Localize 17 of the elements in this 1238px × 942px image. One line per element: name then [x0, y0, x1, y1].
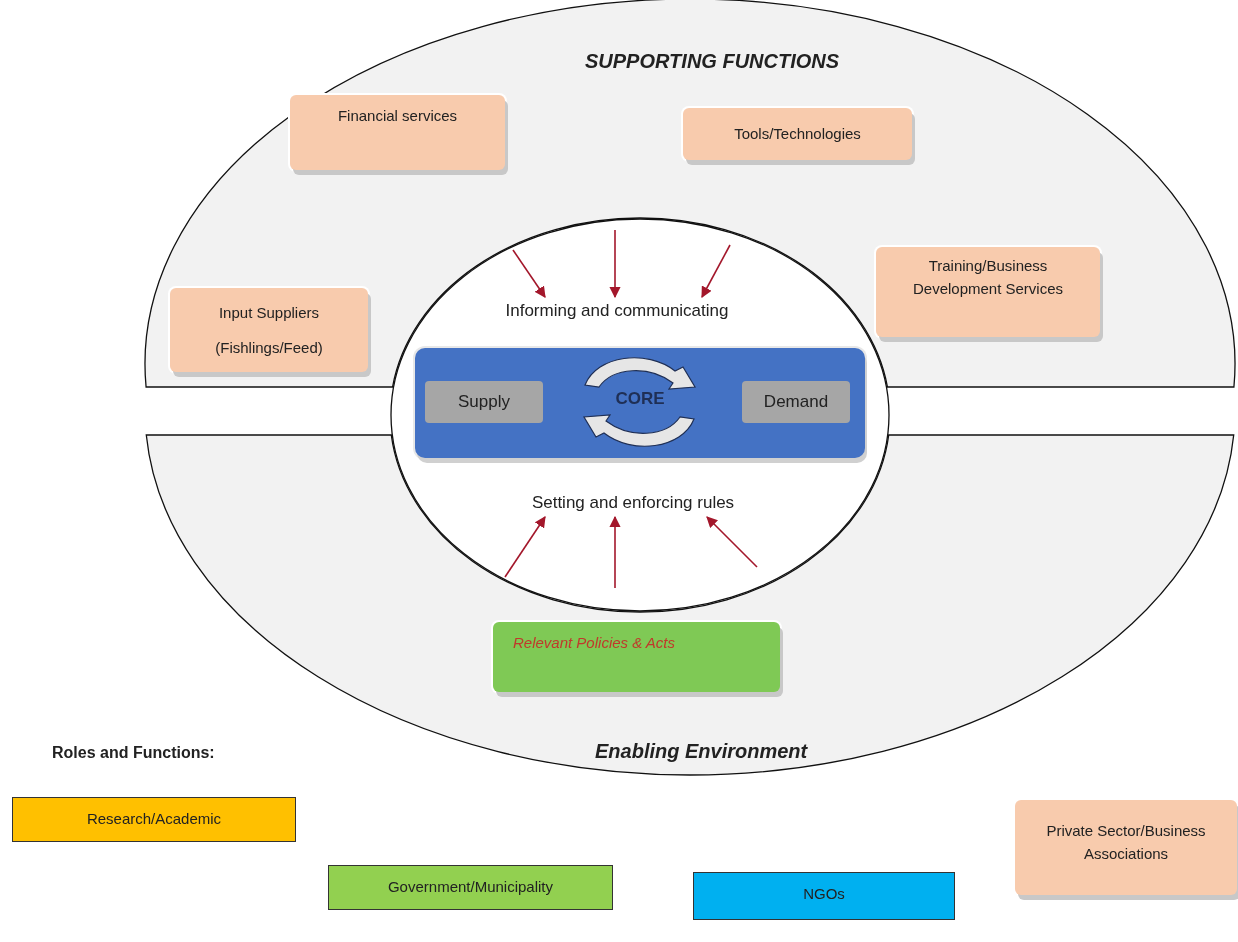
section-label: Informing and communicating	[504, 300, 730, 322]
role-legend-box: NGOs	[693, 872, 955, 920]
arrow	[504, 516, 546, 578]
section-heading: Roles and Functions:	[52, 743, 215, 763]
arrow	[706, 516, 758, 568]
core-item-box: Demand	[742, 381, 850, 423]
arrow	[701, 244, 731, 298]
band-heading: SUPPORTING FUNCTIONS	[585, 49, 840, 74]
arrow	[609, 515, 621, 589]
arrow	[512, 249, 546, 298]
band-heading: Enabling Environment	[595, 739, 808, 764]
core-item-box: Supply	[425, 381, 543, 423]
role-legend-box: Research/Academic	[12, 797, 296, 842]
section-label: Setting and enforcing rules	[530, 492, 736, 514]
arrow	[609, 229, 621, 299]
core-label: CORE	[614, 388, 666, 410]
role-legend-box: Government/Municipality	[328, 865, 613, 910]
